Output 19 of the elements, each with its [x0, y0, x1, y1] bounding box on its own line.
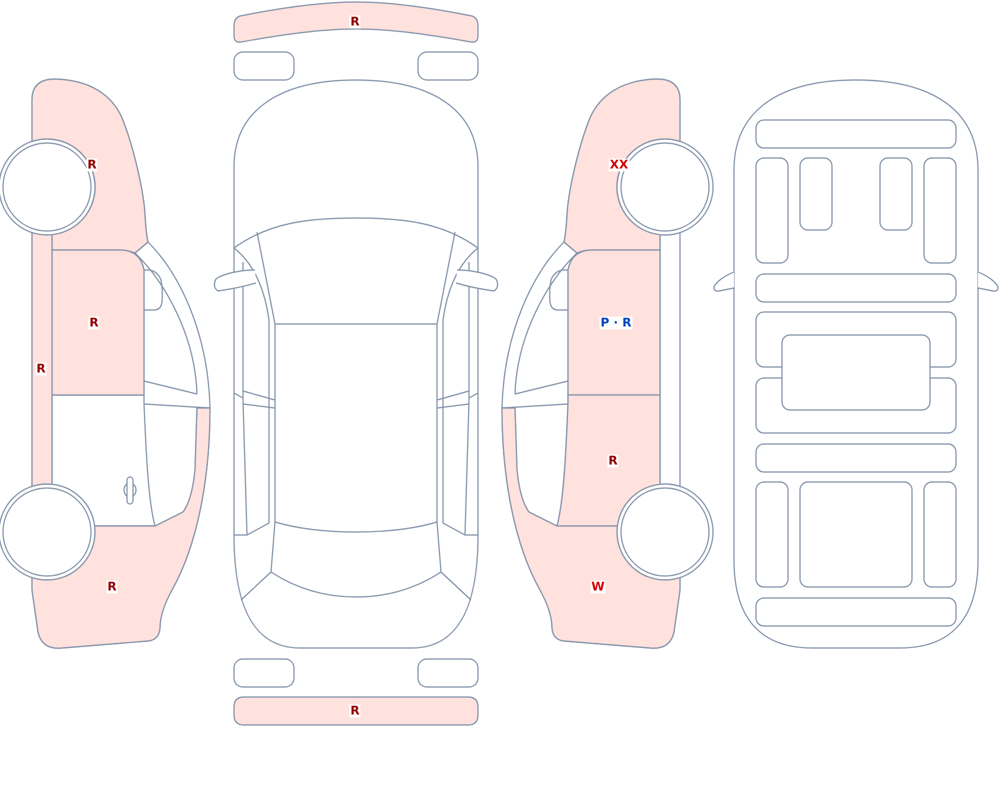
door-panel	[556, 394, 661, 527]
damage-code: P · R	[600, 316, 632, 330]
rocker-panel	[31, 231, 53, 488]
quarter-panel	[31, 407, 211, 650]
damage-code: R	[607, 454, 619, 468]
damage-code: R	[35, 362, 47, 376]
door-panel	[51, 249, 145, 396]
bumper-panel	[233, 696, 479, 726]
fender-panel	[31, 78, 149, 254]
bumper-panel	[233, 1, 479, 44]
damage-code: R	[106, 580, 118, 594]
damage-code: W	[590, 580, 606, 594]
damage-code: R	[86, 158, 98, 172]
damage-code: R	[349, 704, 361, 718]
fender-panel	[563, 78, 681, 254]
damage-code: XX	[608, 158, 630, 172]
door-panel	[567, 249, 661, 396]
damage-code: R	[349, 16, 361, 28]
damage-code: R	[88, 316, 100, 330]
